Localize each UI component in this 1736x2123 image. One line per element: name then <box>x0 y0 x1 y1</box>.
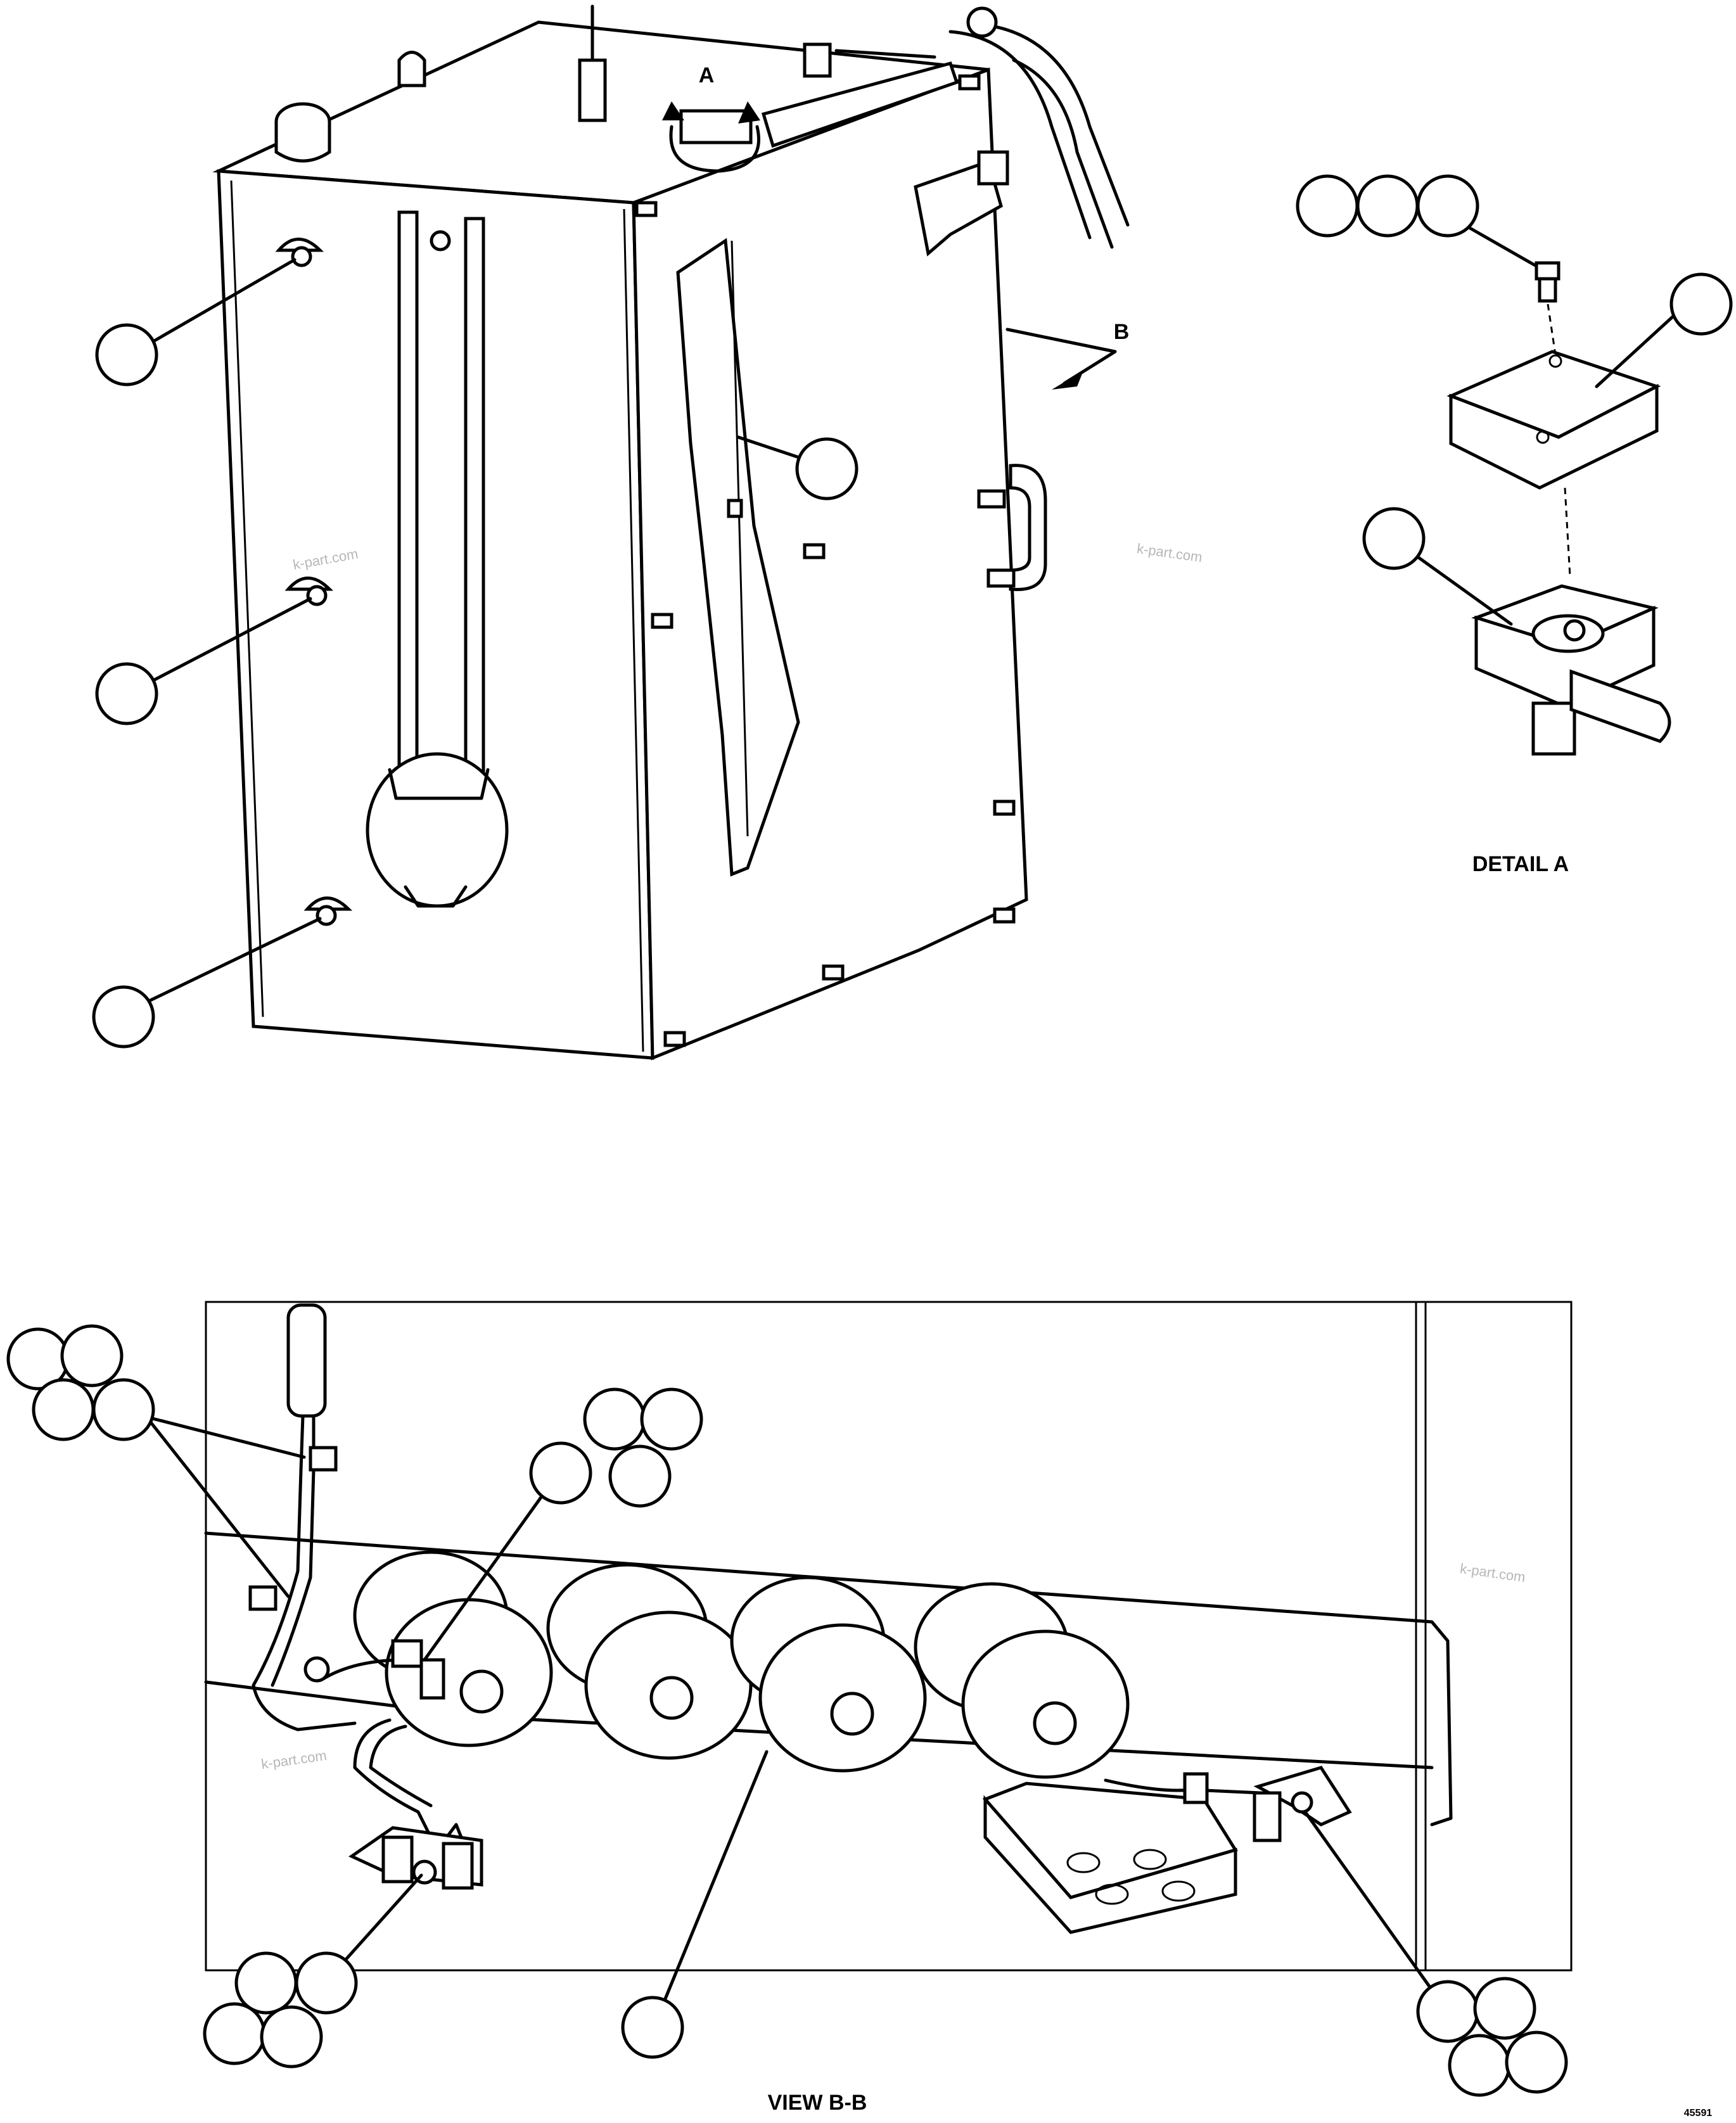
magnet-1 <box>353 1550 553 1747</box>
callout-bubble <box>529 1441 592 1505</box>
port-middle <box>284 577 334 606</box>
tank-assembly: A <box>92 4 1130 1061</box>
arrow-b-label: B <box>1114 320 1130 344</box>
callout-bubble <box>95 323 158 386</box>
callout-bubble <box>1416 174 1479 238</box>
callout-bubble <box>621 1996 684 2059</box>
callout-bubble <box>1296 174 1359 238</box>
arrow-a-label: A <box>699 63 715 87</box>
callout-bubble <box>203 2002 266 2065</box>
detail-a-label: DETAIL A <box>1472 852 1569 876</box>
detail-a: DETAIL A <box>1296 174 1733 876</box>
callout-bubble <box>1448 2034 1511 2097</box>
callout-bubble <box>1356 174 1419 238</box>
watermark-text: k-part.com <box>260 1747 328 1772</box>
callout-bubble <box>640 1387 703 1451</box>
callout-bubble <box>32 1378 95 1441</box>
callout-bubble <box>1669 272 1733 336</box>
port-lower <box>303 896 353 926</box>
callout-bubble <box>92 1378 155 1441</box>
callout-bubble <box>1362 507 1426 570</box>
watermark-text: k-part.com <box>1136 540 1203 565</box>
view-b-b-label: VIEW B-B <box>768 2091 867 2115</box>
magnet-3 <box>730 1576 927 1773</box>
callout-bubble <box>1473 1977 1536 2040</box>
callout-bubble <box>95 662 158 725</box>
callout-bubble <box>234 1951 298 2015</box>
drawing-number: 45591 <box>1684 2108 1713 2119</box>
magnet-2 <box>546 1563 753 1760</box>
view-b-b: VIEW B-B 45591 <box>6 1301 1713 2119</box>
callout-bubble <box>1416 1980 1479 2043</box>
callout-bubble <box>60 1324 124 1387</box>
port-upper <box>275 238 324 267</box>
watermark-text: k-part.com <box>1459 1560 1526 1585</box>
callout-bubble <box>260 2005 323 2069</box>
magnet-4 <box>914 1582 1130 1779</box>
callout-bubble <box>795 437 858 500</box>
callout-bubble <box>583 1387 646 1451</box>
callout-bubble <box>295 1951 358 2015</box>
callout-bubble <box>92 985 155 1049</box>
callout-bubble <box>608 1444 672 1508</box>
callout-bubble <box>1505 2031 1568 2094</box>
